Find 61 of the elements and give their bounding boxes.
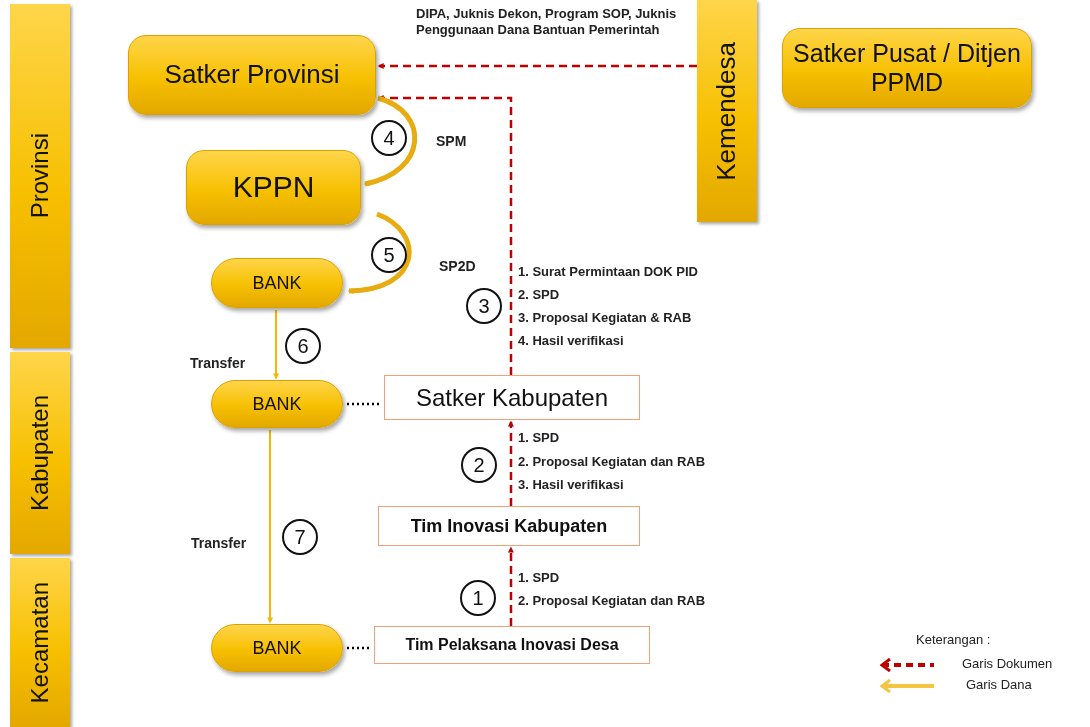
document-list-item: 2. Proposal Kegiatan dan RAB xyxy=(518,454,706,471)
dotted-connector xyxy=(347,402,380,406)
node-label: Satker Pusat / Ditjen PPMD xyxy=(792,39,1022,97)
node-label: 5 xyxy=(383,243,395,267)
step-number-circle xyxy=(461,447,497,483)
node-label: 3 xyxy=(478,294,490,318)
arrow xyxy=(507,546,514,626)
document-list-item: 2. Proposal Kegiatan dan RAB xyxy=(518,593,706,610)
dotted-connector xyxy=(347,646,370,650)
node-label: BANK xyxy=(252,637,302,659)
step-number-circle xyxy=(371,120,407,156)
rounded-box xyxy=(186,150,361,225)
node-label: 6 xyxy=(297,334,309,358)
step-number-circle xyxy=(371,237,407,273)
legend-text: Garis Dokumen xyxy=(962,656,1053,673)
document-list-item: 3. Hasil verifikasi xyxy=(518,477,624,494)
node-label: Provinsi xyxy=(26,133,54,219)
node-label: Tim Pelaksana Inovasi Desa xyxy=(405,635,619,655)
document-list-item: 3. Proposal Kegiatan & RAB xyxy=(518,310,692,327)
document-list-item: 1. Surat Permintaan DOK PID xyxy=(518,264,698,281)
step-number-circle xyxy=(460,580,496,616)
node-label: Kabupaten xyxy=(26,394,54,512)
node-label: KPPN xyxy=(232,170,315,205)
tier-band xyxy=(10,352,70,554)
legend-title: Keterangan : xyxy=(916,632,991,649)
node-label: Satker Provinsi xyxy=(164,60,340,90)
arrow xyxy=(507,420,514,506)
node-label: 2 xyxy=(473,453,485,477)
node-label: BANK xyxy=(252,393,302,415)
rounded-box xyxy=(128,35,376,115)
arrow xyxy=(377,63,697,70)
tier-band xyxy=(697,0,757,222)
node-label: 1 xyxy=(472,586,484,610)
node-label: BANK xyxy=(252,272,302,294)
process-box xyxy=(384,375,640,420)
node-label: 4 xyxy=(383,126,395,150)
node-label: Tim Inovasi Kabupaten xyxy=(410,515,608,537)
document-list-item: 4. Hasil verifikasi xyxy=(518,333,624,350)
step-number-circle xyxy=(285,328,321,364)
rounded-box xyxy=(211,258,343,308)
rounded-box xyxy=(211,380,343,428)
process-box xyxy=(374,626,650,664)
node-label: Satker Kabupaten xyxy=(415,383,609,412)
step-number-circle xyxy=(466,288,502,324)
node-label: Kecamatan xyxy=(26,581,54,704)
tier-band xyxy=(10,4,70,348)
arrow xyxy=(363,95,418,187)
rounded-box xyxy=(211,624,343,672)
node-label: Kemendesa xyxy=(712,41,742,181)
document-list-item: 2. SPD xyxy=(518,287,560,304)
tier-band xyxy=(10,558,70,727)
document-list-item: 1. SPD xyxy=(518,430,560,447)
arrow xyxy=(267,429,274,624)
legend-text: Garis Dana xyxy=(966,677,1032,694)
process-box xyxy=(378,506,640,546)
arrow xyxy=(347,211,412,294)
rounded-box xyxy=(782,28,1032,108)
document-list-item: 1. SPD xyxy=(518,570,560,587)
arrow xyxy=(273,309,280,380)
node-label: 7 xyxy=(294,525,306,549)
step-number-circle xyxy=(282,519,318,555)
